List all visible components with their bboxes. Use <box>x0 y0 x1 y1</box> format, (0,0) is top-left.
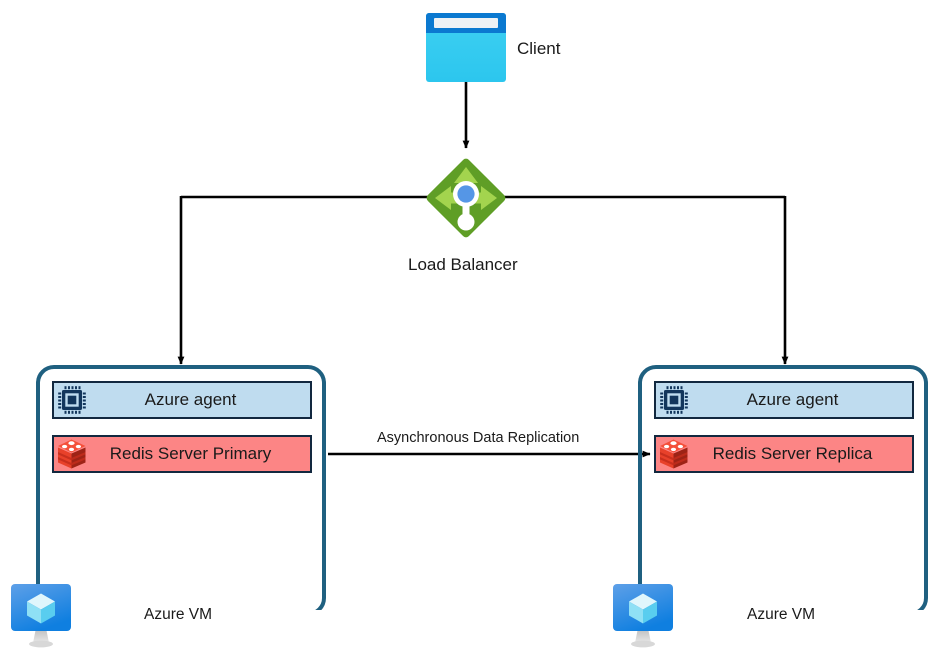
service-label: Azure agent <box>746 390 839 409</box>
azure-vm-monitor-icon-left <box>10 583 72 649</box>
replication-label: Asynchronous Data Replication <box>377 430 580 446</box>
client-label: Client <box>517 39 561 58</box>
load-balancer-label: Load Balancer <box>408 255 518 274</box>
cpu-chip-icon <box>55 383 89 417</box>
service-azure-agent-right: Azure agent <box>654 381 914 419</box>
service-redis-replica: Redis Server Replica <box>654 435 914 473</box>
service-label: Azure agent <box>144 390 237 409</box>
redis-cube-icon <box>55 437 89 471</box>
service-redis-primary: Redis Server Primary <box>52 435 312 473</box>
vm-left-border-gap <box>60 610 328 622</box>
service-label: Redis Server Primary <box>109 444 272 463</box>
azure-vm-monitor-icon-right <box>612 583 674 649</box>
cpu-chip-icon <box>657 383 691 417</box>
browser-addressbar <box>434 18 498 28</box>
vm-left-label: Azure VM <box>144 606 213 623</box>
service-azure-agent-left: Azure agent <box>52 381 312 419</box>
service-label: Redis Server Replica <box>712 444 873 463</box>
redis-cube-icon <box>657 437 691 471</box>
browser-window-icon <box>426 13 506 82</box>
vm-right-label: Azure VM <box>747 606 816 623</box>
load-balancer-diamond-icon <box>420 152 512 244</box>
vm-right-border-gap <box>662 610 930 622</box>
